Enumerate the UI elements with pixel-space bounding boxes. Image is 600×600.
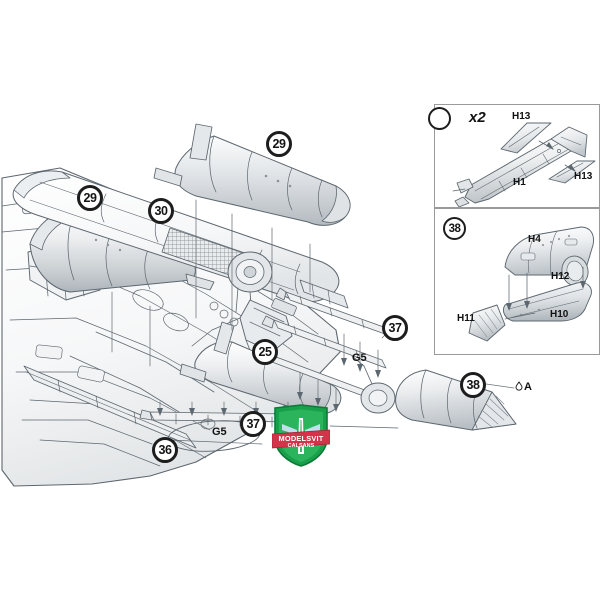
part-label-h11: H11 <box>457 313 475 324</box>
part-label-h1: H1 <box>513 177 526 188</box>
callout-36[interactable]: 36 <box>152 437 178 463</box>
part-label-h13-top: H13 <box>512 111 531 122</box>
glue-marker-label: A <box>524 381 532 393</box>
part-label-g5-lower: G5 <box>212 426 227 438</box>
callout-37-right[interactable]: 37 <box>382 315 408 341</box>
callout-30[interactable]: 30 <box>148 198 174 224</box>
brand-logo-badge: MODELSVIT CALSANS <box>271 404 331 468</box>
part-label-h10: H10 <box>550 309 569 320</box>
callout-panel-h38-step[interactable]: 38 <box>443 217 466 240</box>
store-38-rocket-pod <box>395 369 517 431</box>
panel-h1-quantity: x2 <box>469 109 486 126</box>
callout-38-main[interactable]: 38 <box>460 372 486 398</box>
store-29-upper-tank <box>153 123 351 226</box>
callout-29-left[interactable]: 29 <box>77 185 103 211</box>
glue-drop-icon <box>515 381 523 391</box>
inset-panel-h38: 38 H4 H12 H10 H11 <box>434 208 600 355</box>
part-h10-lower-shell <box>502 282 592 322</box>
leader-lines <box>111 199 515 413</box>
part-h12-bulkhead <box>561 255 589 287</box>
callout-panel-h1-step[interactable] <box>428 107 451 130</box>
part-label-h4: H4 <box>528 234 541 245</box>
callout-29-top[interactable]: 29 <box>266 131 292 157</box>
part-label-g5-right: G5 <box>352 352 367 364</box>
callout-37-lower[interactable]: 37 <box>240 411 266 437</box>
inset-panel-h38-illustration <box>468 226 594 342</box>
shield-icon <box>271 404 331 467</box>
glue-marker-a: A <box>514 381 532 393</box>
part-h11-nose-cone <box>468 304 506 342</box>
inset-panel-h1-illustration <box>452 122 596 207</box>
pylon-rail-left <box>23 365 197 449</box>
part-label-h13-right: H13 <box>574 171 593 182</box>
aft-wheel-assembly <box>329 355 399 429</box>
inset-panel-h1: x2 H13 H1 H13 <box>434 104 600 208</box>
callout-25[interactable]: 25 <box>252 339 278 365</box>
part-label-h12: H12 <box>551 271 570 282</box>
